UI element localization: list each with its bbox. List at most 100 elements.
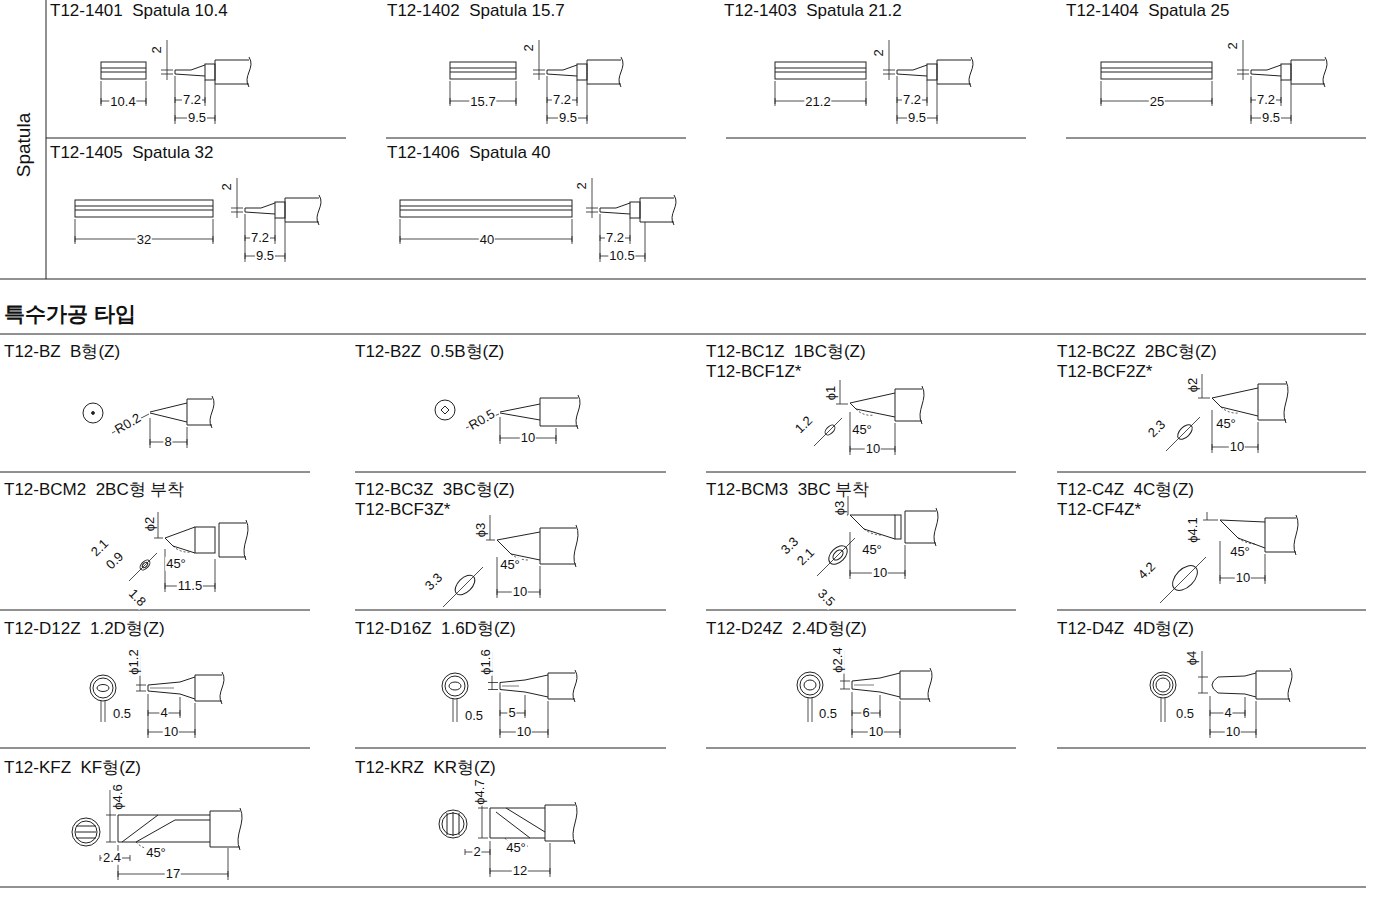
drawing-path (148, 685, 149, 691)
drawing-line (1265, 554, 1266, 584)
drawing-path (210, 396, 214, 428)
drawing-line (285, 253, 286, 259)
drawing-line (556, 428, 557, 444)
drawing-line (854, 685, 874, 686)
end-view-circle (90, 675, 116, 701)
drawing-path (500, 404, 540, 420)
dimension-label: ϕ1.2 (127, 648, 141, 675)
group-label: Spatula (14, 113, 35, 177)
drawing-line (1210, 729, 1211, 735)
tip-title: T12-BC3Z 3BC형(Z) (355, 481, 515, 500)
drawing-line (465, 849, 466, 855)
drawing-line (1291, 84, 1325, 85)
drawing-line (1256, 701, 1257, 738)
drawing-line (645, 222, 646, 262)
dimension-label: 9.5 (907, 111, 927, 125)
drawing-line (497, 557, 498, 598)
drawing-line (577, 97, 578, 103)
drawing-line (927, 97, 928, 103)
dimension-label: ϕ2 (143, 516, 157, 533)
drawing-line (1258, 444, 1259, 450)
drawing-line (706, 748, 1016, 749)
drawing-line (577, 80, 578, 106)
dimension-label: 0.5 (112, 707, 132, 721)
tip-title: T12-KFZ KF형(Z) (4, 759, 141, 778)
drawing-line (1281, 80, 1282, 106)
drawing-line (195, 675, 196, 701)
drawing-line (850, 532, 851, 579)
drawing-line (866, 98, 867, 104)
end-view-circle (439, 810, 467, 838)
drawing-line (1251, 97, 1252, 103)
drawing-line (496, 812, 530, 838)
drawing-path (897, 70, 927, 76)
drawing-line (937, 115, 938, 121)
drawing-line (490, 838, 545, 839)
drawing-line (840, 380, 841, 404)
drawing-path (500, 675, 548, 683)
dimension-label: 2.3 (1145, 417, 1169, 441)
tip-title: T12-1406 Spatula 40 (387, 144, 551, 163)
tip-title: T12-D12Z 1.2D형(Z) (4, 620, 165, 639)
drawing-line (900, 699, 930, 700)
drawing-line (450, 98, 451, 104)
drawing-line (540, 566, 541, 598)
spatula-blade (1101, 62, 1212, 79)
drawing-line (453, 812, 454, 836)
drawing-line (400, 219, 401, 244)
drawing-line (130, 855, 131, 861)
drawing-line (525, 695, 526, 718)
drawing-line (1057, 748, 1366, 749)
end-view-circle (442, 673, 468, 699)
drawing-line (215, 115, 216, 121)
drawing-line (937, 60, 938, 84)
drawing-line (136, 820, 175, 842)
drawing-line (640, 198, 674, 199)
drawing-line (146, 98, 147, 104)
dimension-label: 4 (1223, 706, 1232, 720)
drawing-line (237, 178, 238, 218)
drawing-line (106, 842, 116, 843)
tip-title: T12-1405 Spatula 32 (50, 144, 214, 163)
drawing-line (1258, 420, 1286, 421)
spatula-collar (630, 202, 640, 218)
drawing-path (850, 393, 895, 403)
drawing-path (850, 515, 895, 516)
drawing-line (490, 808, 491, 838)
section-heading: 특수가공 타입 (4, 302, 136, 325)
end-view-circle (797, 672, 823, 698)
drawing-line (540, 528, 541, 564)
drawing-line (76, 826, 96, 827)
drawing-line (0, 887, 1366, 888)
end-view-circle (83, 403, 103, 423)
drawing-line (587, 60, 621, 61)
drawing-line (450, 81, 451, 106)
dimension-label: 10 (520, 431, 536, 445)
drawing-line (101, 701, 102, 722)
drawing-line (228, 871, 229, 877)
drawing-line (1210, 696, 1211, 738)
drawing-line (808, 698, 809, 722)
drawing-line (852, 692, 853, 738)
drawing-line (556, 435, 557, 441)
drawing-line (895, 389, 922, 390)
drawing-line (205, 80, 206, 106)
drawing-line (540, 564, 576, 565)
drawing-line (148, 729, 149, 735)
drawing-line (775, 98, 776, 104)
drawing-path (500, 683, 501, 690)
tip-title: T12-BCM3 3BC 부착 (706, 481, 869, 500)
drawing-line (478, 838, 488, 839)
drawing-line (187, 425, 212, 426)
dimension-label: 45° (861, 543, 883, 557)
drawing-line (150, 418, 151, 448)
drawing-line (75, 210, 213, 211)
drawing-path (897, 65, 927, 70)
dimension-label: 2 (1226, 41, 1240, 50)
drawing-line (0, 334, 1366, 335)
dimension-label: ϕ4.7 (473, 778, 487, 805)
drawing-line (215, 60, 216, 84)
tip-title: T12-B2Z 0.5B형(Z) (355, 343, 504, 362)
drawing-line (136, 691, 146, 692)
